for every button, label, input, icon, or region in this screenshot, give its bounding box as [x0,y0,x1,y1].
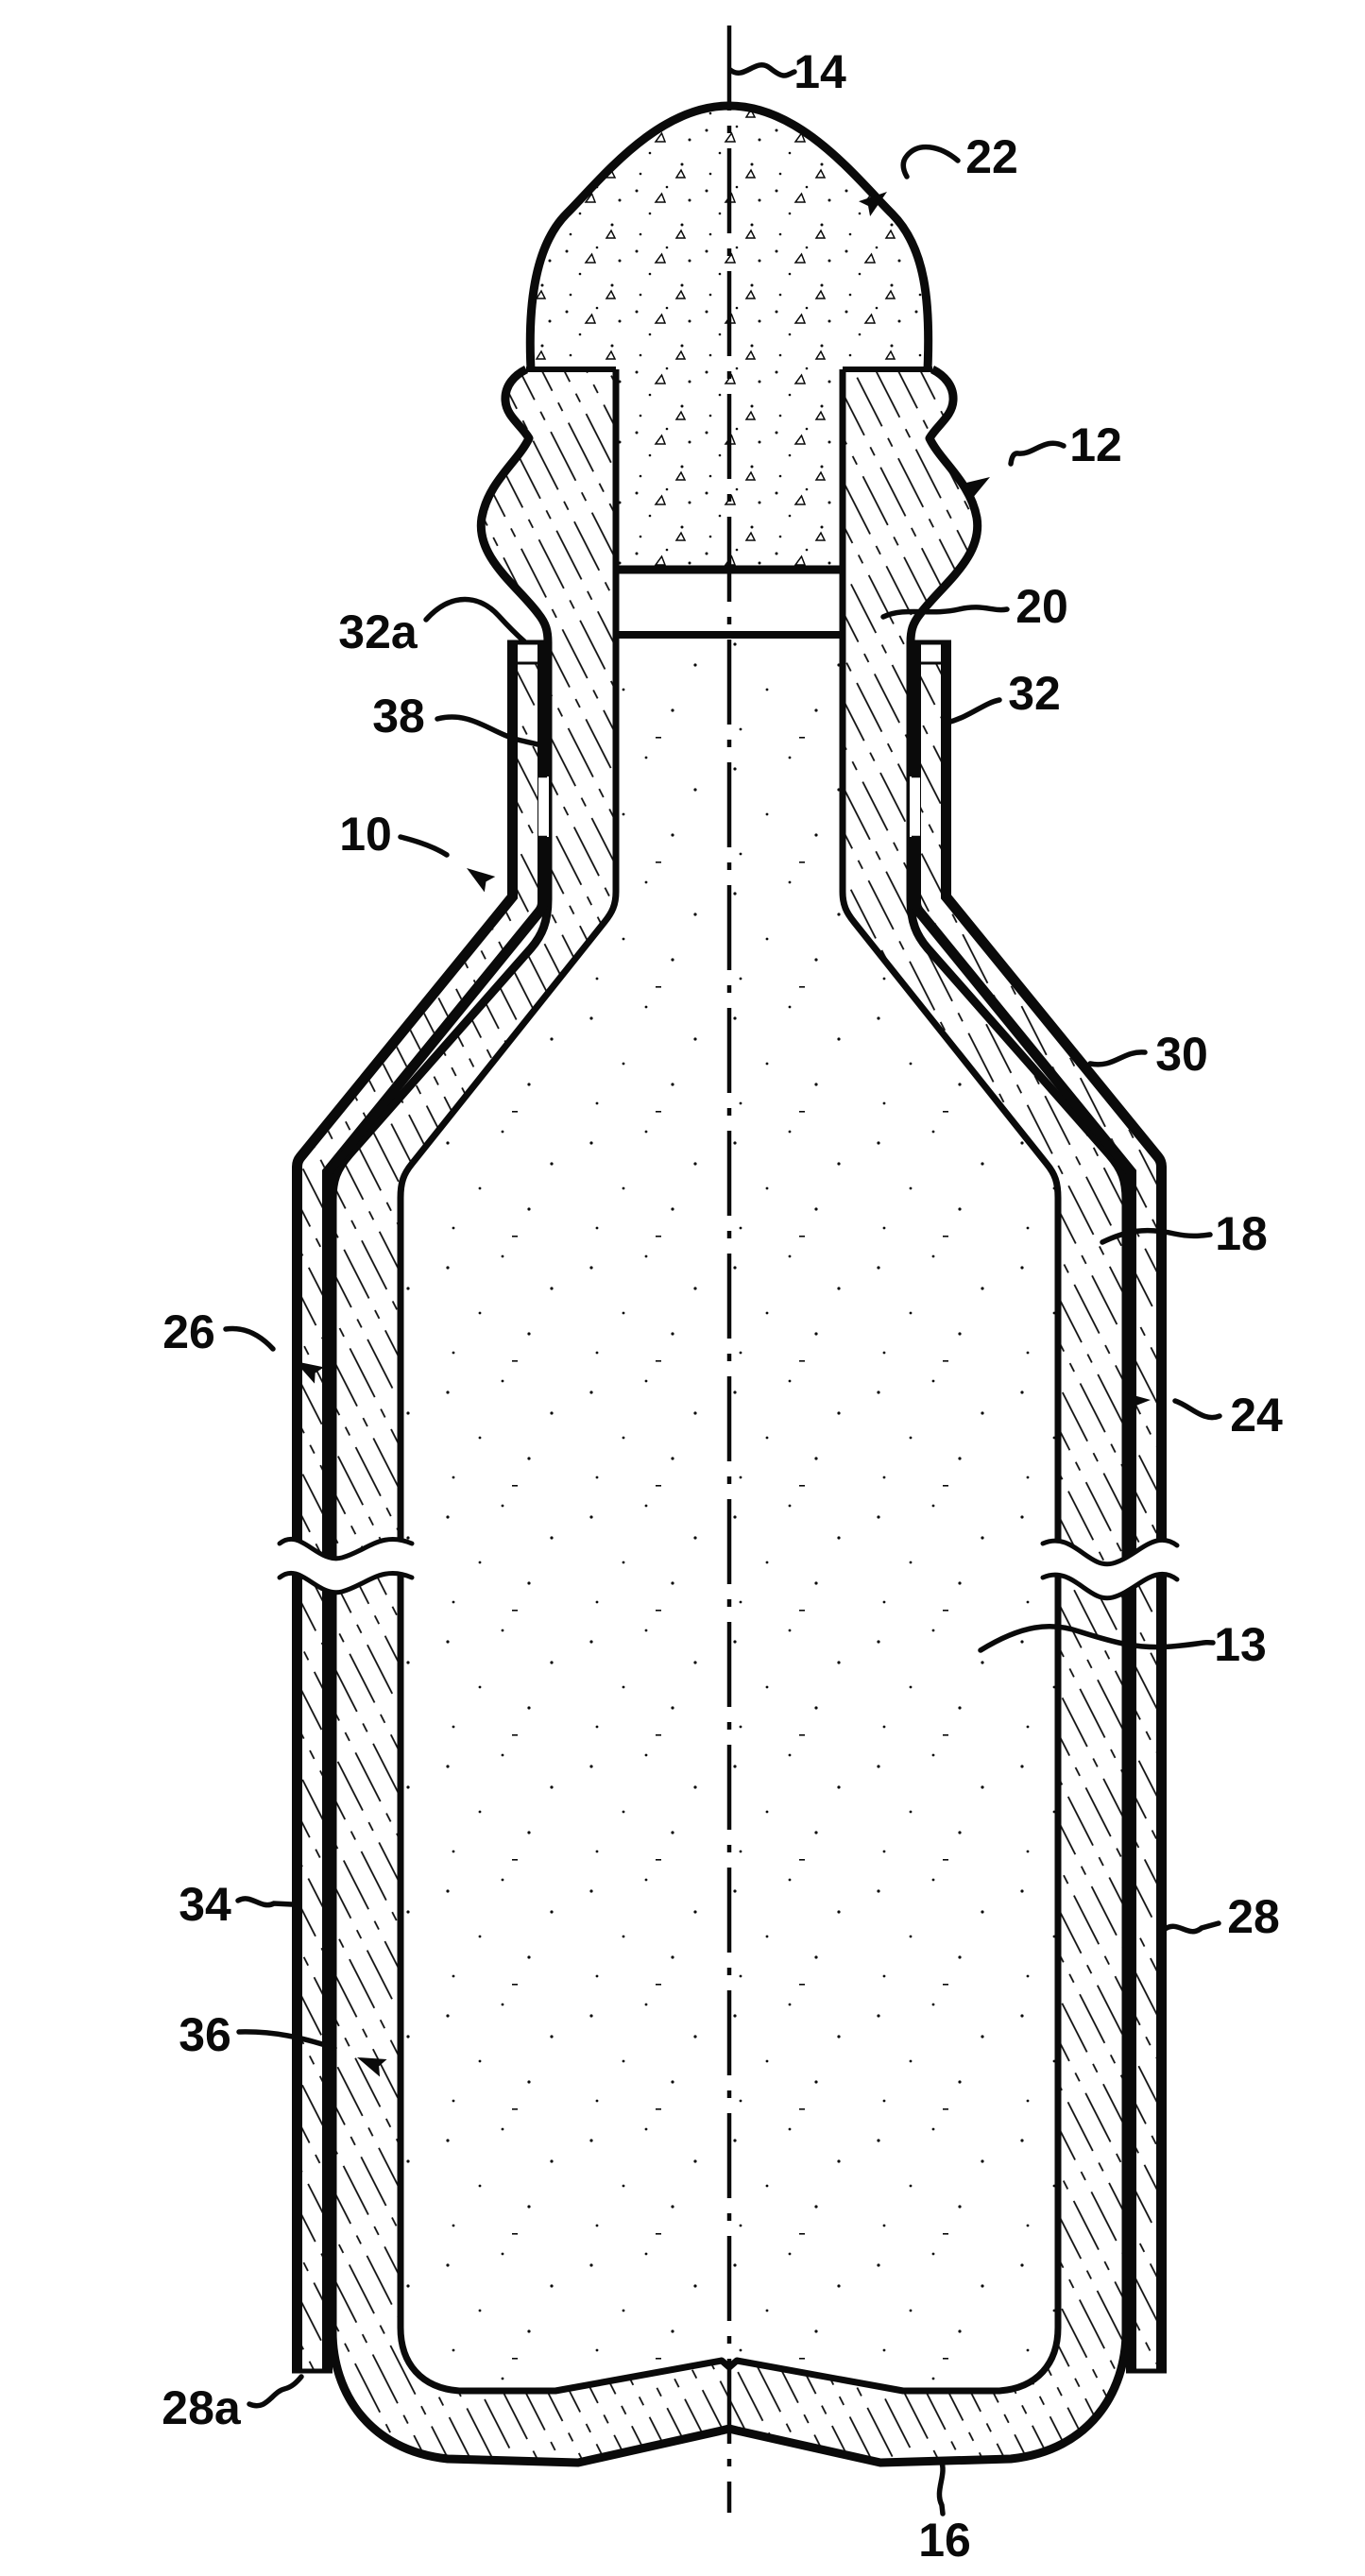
leader-13 [978,1624,1216,1653]
arrowhead-12 [961,477,990,501]
leader-24 [1172,1398,1222,1421]
ref-label-30: 30 [1155,1028,1208,1081]
break-edge-left-lower [277,1570,415,1595]
break-band-right [1040,1537,1180,1601]
leader-30 [1087,1049,1148,1067]
ref-label-32: 32 [1008,667,1061,720]
leader-26 [223,1325,276,1352]
leader-34 [235,1896,295,1908]
leader-12 [1008,440,1066,467]
leader-14 [727,62,797,78]
sleeve-right-film-gap [910,776,920,837]
ref-label-38: 38 [372,690,425,742]
arrowhead-24 [1121,1391,1151,1411]
sleeve-left [292,640,549,2374]
arrowhead-36 [357,2057,387,2077]
arrowhead-26 [295,1361,324,1384]
ref-label-34: 34 [179,1878,231,1931]
ref-label-32a: 32a [338,606,418,658]
leader-10 [398,834,450,858]
sleeve-left-film-gap [538,776,549,837]
ref-label-36: 36 [179,2008,231,2061]
break-band-right-mask [1041,1540,1179,1598]
ref-label-28a: 28a [162,2381,242,2434]
break-edge-right-upper [1040,1537,1180,1567]
arrowhead-10 [467,868,496,893]
leader-28 [1161,1920,1221,1935]
sleeve-left-core-hatch [302,663,537,2371]
ref-label-18: 18 [1215,1207,1268,1260]
ref-label-10: 10 [339,808,392,861]
ref-label-28: 28 [1227,1890,1280,1943]
ref-label-13: 13 [1214,1618,1267,1671]
ref-label-12: 12 [1069,418,1122,471]
leader-16 [936,2457,946,2516]
leader-32 [945,697,1002,725]
break-edge-left-upper [277,1536,415,1561]
leader-36 [236,2029,337,2051]
leader-22 [900,144,961,179]
ref-label-24: 24 [1230,1389,1283,1442]
ref-label-14: 14 [793,45,846,98]
ref-label-16: 16 [918,2514,971,2567]
ref-label-26: 26 [162,1305,215,1358]
leader-38 [435,714,548,749]
break-band-left-mask [278,1539,414,1593]
ref-label-22: 22 [965,130,1018,183]
leader-28a [247,2374,304,2409]
sleeve-right [910,640,1167,2374]
sleeve-right-core-hatch [921,663,1156,2371]
leader-18 [1100,1227,1213,1245]
leader-32a [423,596,527,644]
leader-20 [880,605,1010,620]
break-edge-right-lower [1040,1571,1180,1601]
break-band-left [277,1536,415,1595]
arrowhead-22 [859,192,887,217]
ref-label-20: 20 [1015,580,1068,633]
